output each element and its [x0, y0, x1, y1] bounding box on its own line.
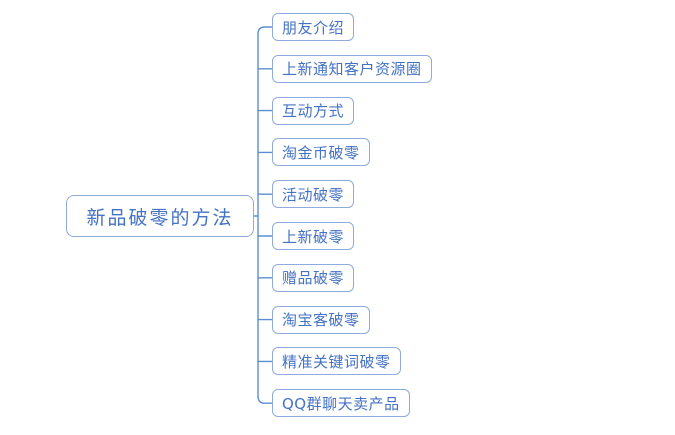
branch-node-label: 精准关键词破零	[282, 352, 391, 371]
branch-node-6[interactable]: 上新破零	[272, 222, 355, 250]
branch-node-4[interactable]: 淘金币破零	[272, 138, 370, 167]
branch-connector-1	[257, 26, 273, 35]
branch-node-5[interactable]: 活动破零	[272, 180, 355, 209]
branch-connector-10	[257, 395, 273, 404]
root-node[interactable]: 新品破零的方法	[66, 195, 254, 237]
branch-node-8[interactable]: 淘宝客破零	[272, 305, 370, 334]
branch-node-label: QQ群聊天卖产品	[282, 394, 400, 413]
branch-node-1[interactable]: 朋友介绍	[272, 13, 355, 41]
branch-node-10[interactable]: QQ群聊天卖产品	[272, 389, 410, 418]
branch-node-label: 互动方式	[282, 102, 345, 121]
branch-node-label: 赠品破零	[282, 269, 345, 288]
branch-node-label: 上新通知客户资源圈	[282, 60, 422, 79]
branch-node-label: 活动破零	[282, 185, 345, 204]
root-node-label: 新品破零的方法	[86, 206, 234, 229]
branch-node-label: 淘宝客破零	[282, 311, 360, 330]
branch-node-label: 淘金币破零	[282, 143, 360, 162]
branch-node-label: 上新破零	[282, 227, 345, 246]
branch-node-7[interactable]: 赠品破零	[272, 263, 355, 292]
branch-node-9[interactable]: 精准关键词破零	[272, 347, 401, 376]
branch-node-2[interactable]: 上新通知客户资源圈	[272, 54, 432, 83]
branch-node-3[interactable]: 互动方式	[272, 96, 355, 125]
branch-node-label: 朋友介绍	[282, 18, 345, 37]
